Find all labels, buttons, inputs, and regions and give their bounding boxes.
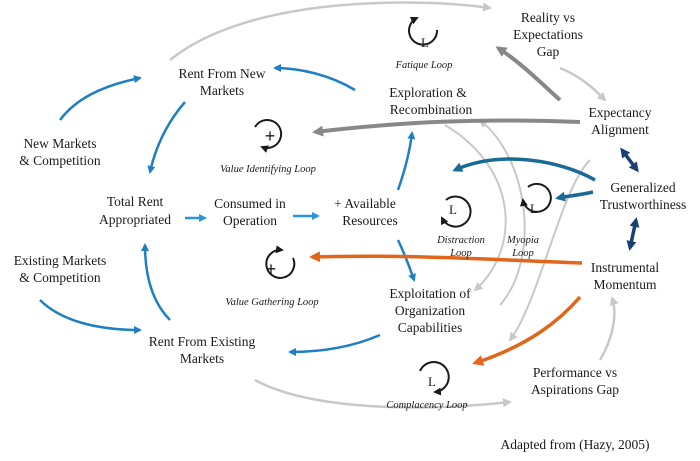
fatigue-loop-label: Fatique Loop (395, 60, 453, 71)
arrow-exploitation-to-rentexisting (288, 333, 381, 356)
arrow-perf-to-momentum (598, 296, 619, 361)
node-rent-new-line1: Rent From New (179, 66, 266, 81)
value-gathering-loop-icon: + (265, 245, 296, 279)
value-identifying-loop-symbol: + (265, 126, 276, 146)
node-exploitation-line1: Exploitation of (389, 286, 471, 301)
node-rent-existing-line1: Rent From Existing (149, 334, 256, 349)
node-reality-gap-line1: Reality vs (521, 10, 575, 25)
myopia-loop-icon: L (519, 182, 552, 216)
arrow-cross-3 (508, 159, 591, 342)
node-available-line2: Resources (342, 213, 397, 228)
myopia-loop-label-2: Loop (511, 248, 534, 259)
value-identifying-loop-icon: + (254, 118, 283, 153)
node-total-rent-line1: Total Rent (107, 194, 164, 209)
node-exploitation-line2: Organization (395, 303, 465, 318)
arrow-rentnew-to-total (147, 101, 186, 174)
node-total-rent: Total Rent Appropriated (99, 194, 171, 227)
distraction-loop-symbol: L (449, 202, 457, 217)
node-performance-gap-line2: Aspirations Gap (531, 382, 619, 397)
node-rent-new-line2: Markets (200, 83, 244, 98)
node-new-markets-line2: & Competition (19, 153, 101, 168)
arrow-expectancy-trust (620, 147, 639, 173)
arrow-top-arc (169, 1, 492, 61)
arrow-momentum-to-valuegathering (309, 251, 583, 265)
value-gathering-loop-symbol: + (266, 259, 277, 279)
arrow-trust-to-distraction (452, 157, 596, 182)
node-rent-existing-line2: Markets (180, 351, 224, 366)
arrow-available-to-exploration (396, 131, 416, 191)
myopia-loop-symbol: L (530, 201, 538, 216)
value-identifying-loop-label: Value Identifying Loop (220, 164, 316, 175)
node-performance-gap-line1: Performance vs (533, 365, 617, 380)
blue-arrows (39, 64, 416, 356)
arrow-exploration-to-rentnew (273, 64, 356, 92)
node-reality-gap-line3: Gap (537, 44, 560, 59)
node-consumed: Consumed in Operation (214, 196, 286, 228)
node-exploitation: Exploitation of Organization Capabilitie… (389, 286, 471, 335)
arrow-cross-2 (444, 124, 507, 292)
distraction-loop-label: Distraction (436, 235, 485, 246)
node-trust-line2: Trustworthiness (600, 197, 687, 212)
node-expectancy-line1: Expectancy (589, 105, 652, 120)
node-exploitation-line3: Capabilities (398, 320, 463, 335)
arrow-expectancy-to-valueidentifying (312, 118, 581, 137)
arrow-momentum-to-complacency (472, 295, 582, 366)
arrow-newmarkets-to-rentnew (59, 75, 142, 121)
node-existing-markets: Existing Markets & Competition (14, 253, 107, 285)
node-consumed-line1: Consumed in (214, 196, 286, 211)
node-reality-gap-line2: Expectations (513, 27, 583, 42)
complacency-loop-label: Complacency Loop (386, 400, 467, 411)
node-momentum-line2: Momentum (594, 277, 657, 292)
value-gathering-loop-label: Value Gathering Loop (225, 297, 318, 308)
node-trust: Generalized Trustworthiness (600, 180, 687, 212)
arrow-expectancy-to-fatigue (495, 46, 562, 102)
node-exploration: Exploration & Recombination (389, 85, 472, 117)
complacency-loop-symbol: L (428, 374, 436, 389)
gray-arrows (312, 46, 581, 137)
fatigue-loop-symbol: L (421, 35, 429, 50)
complacency-loop-icon: L (419, 361, 450, 396)
node-new-markets-line1: New Markets (23, 136, 96, 151)
node-existing-markets-line1: Existing Markets (14, 253, 107, 268)
arrow-bottom-arc (254, 378, 512, 409)
node-trust-line1: Generalized (610, 180, 675, 195)
fatigue-loop-icon: L (408, 16, 439, 50)
arrow-available-to-exploitation (396, 239, 416, 282)
light-gray-arrows (169, 1, 619, 409)
node-expectancy-line2: Alignment (591, 122, 649, 137)
arrow-trust-to-myopia (555, 190, 594, 202)
node-total-rent-line2: Appropriated (99, 212, 171, 227)
myopia-loop-label: Myopia (506, 235, 539, 246)
node-consumed-line2: Operation (223, 213, 277, 228)
node-available-line1: + Available (334, 196, 396, 211)
orange-arrows (309, 251, 583, 366)
arrow-existingmarkets-to-rentexisting (39, 299, 142, 334)
arrow-gap-to-expectancy (559, 66, 607, 102)
arrow-cross-1 (478, 118, 526, 306)
node-new-markets: New Markets & Competition (19, 136, 101, 168)
node-performance-gap: Performance vs Aspirations Gap (531, 365, 619, 397)
node-rent-new: Rent From New Markets (179, 66, 266, 98)
credit-text: Adapted from (Hazy, 2005) (500, 437, 649, 452)
node-rent-existing: Rent From Existing Markets (149, 334, 256, 366)
dark-blue-arrows (620, 147, 640, 251)
node-exploration-line2: Recombination (390, 102, 473, 117)
node-existing-markets-line2: & Competition (19, 270, 101, 285)
arrow-rentexisting-to-total (141, 243, 171, 321)
node-momentum-line1: Instrumental (591, 260, 659, 275)
node-expectancy: Expectancy Alignment (589, 105, 652, 137)
node-reality-gap: Reality vs Expectations Gap (513, 10, 583, 59)
distraction-loop-label-2: Loop (449, 248, 472, 259)
arrow-trust-momentum (626, 217, 640, 251)
node-momentum: Instrumental Momentum (591, 260, 659, 292)
distraction-loop-icon: L (440, 195, 472, 228)
node-exploration-line1: Exploration & (389, 85, 467, 100)
node-available: + Available Resources (334, 196, 398, 228)
teal-arrows (452, 157, 596, 202)
